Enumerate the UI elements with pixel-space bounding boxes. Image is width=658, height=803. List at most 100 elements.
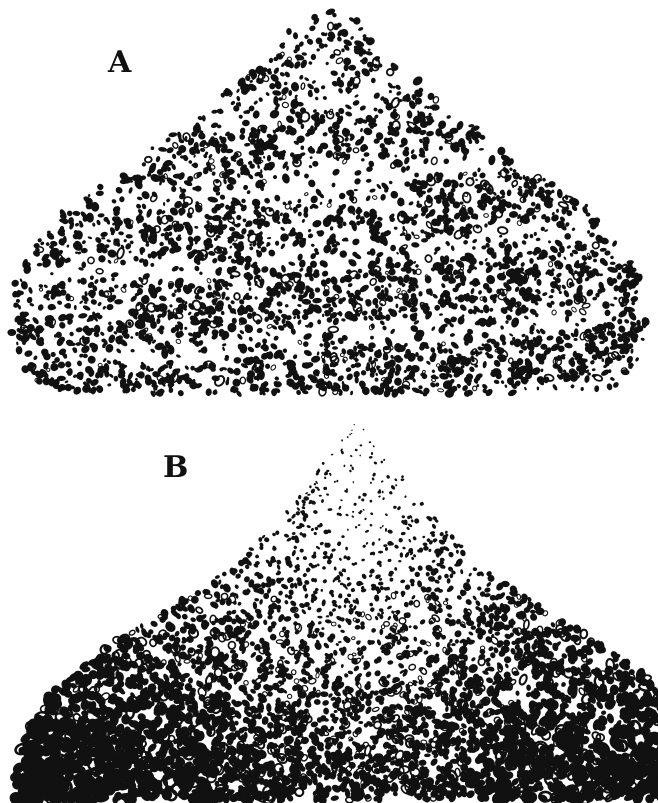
- grain-a: [285, 304, 289, 308]
- grain-b: [530, 610, 536, 615]
- grain-a: [261, 343, 270, 352]
- grain-a: [523, 233, 529, 240]
- grain-a: [207, 196, 219, 204]
- grain-a: [472, 224, 483, 234]
- grain-a: [130, 336, 134, 339]
- grain-b: [239, 568, 244, 574]
- grain-a: [630, 348, 633, 353]
- grain-b: [400, 478, 404, 481]
- grain-a: [601, 300, 612, 311]
- grain-a: [267, 248, 276, 257]
- grain-a: [556, 209, 559, 213]
- grain-a: [135, 214, 145, 224]
- grain-a: [355, 376, 359, 383]
- grain-b: [353, 665, 361, 673]
- grain-b: [401, 532, 406, 536]
- grain-a: [537, 386, 540, 390]
- grain-b: [295, 499, 300, 506]
- grain-a: [319, 343, 324, 348]
- grain-a: [487, 154, 496, 166]
- grain-a: [365, 178, 371, 183]
- grain-b: [368, 574, 373, 578]
- grain-b: [301, 608, 307, 615]
- grain-a: [471, 238, 477, 244]
- grain-b: [404, 583, 411, 590]
- grain-a: [470, 288, 475, 295]
- grain-b: [352, 481, 354, 483]
- grain-a: [311, 219, 322, 229]
- grain-a: [640, 337, 645, 341]
- grain-b: [517, 594, 521, 600]
- grain-a: [352, 99, 360, 107]
- grain-a: [273, 335, 280, 342]
- grain-a: [43, 284, 48, 289]
- grain-a: [107, 383, 111, 387]
- grain-a: [475, 178, 478, 181]
- grain-a: [280, 243, 286, 250]
- grain-b: [486, 581, 492, 587]
- grain-a: [302, 332, 313, 341]
- grain-b: [419, 618, 426, 625]
- grain-b: [419, 501, 424, 506]
- grain-b: [453, 629, 463, 639]
- grain-b: [347, 528, 349, 531]
- grain-a: [438, 388, 444, 392]
- grain-a: [341, 72, 345, 78]
- grain-b: [327, 508, 332, 511]
- grain-a: [497, 226, 508, 235]
- grain-b: [324, 476, 327, 479]
- grain-a: [370, 336, 374, 340]
- grain-a: [371, 78, 376, 84]
- grain-a: [525, 269, 532, 273]
- grain-a: [322, 314, 324, 318]
- grain-a: [311, 243, 316, 247]
- grain-a: [336, 374, 345, 382]
- grain-a: [313, 87, 320, 94]
- grain-a: [330, 70, 339, 77]
- grain-a: [136, 196, 142, 201]
- grain-a: [353, 148, 359, 153]
- grain-b: [129, 629, 136, 636]
- grain-b: [423, 546, 429, 551]
- grain-b: [387, 529, 393, 534]
- grain-a: [363, 152, 369, 157]
- grain-b: [419, 667, 427, 676]
- grain-a: [500, 380, 504, 385]
- grain-b: [204, 594, 212, 599]
- grain-a: [194, 265, 201, 272]
- grain-a: [163, 202, 165, 206]
- grain-b: [341, 664, 344, 668]
- grain-b: [292, 520, 296, 525]
- grain-b: [340, 629, 345, 633]
- grain-a: [609, 376, 615, 381]
- grain-b: [289, 599, 297, 607]
- grain-b: [381, 480, 384, 483]
- grain-a: [281, 172, 291, 184]
- grain-a: [457, 315, 466, 325]
- grain-b: [456, 550, 459, 554]
- grain-a: [97, 213, 104, 218]
- grain-a: [478, 171, 486, 179]
- grain-b: [455, 639, 460, 644]
- grain-b: [302, 572, 308, 578]
- grain-b: [319, 541, 324, 546]
- grain-a: [293, 60, 302, 70]
- grain-a: [307, 178, 317, 188]
- grain-a: [332, 219, 336, 222]
- grain-a: [443, 348, 448, 354]
- grain-a: [274, 194, 282, 202]
- grain-a: [96, 190, 105, 196]
- grain-b: [550, 621, 556, 628]
- grain-b: [288, 589, 294, 596]
- grain-a: [240, 227, 247, 235]
- grain-b: [304, 593, 309, 599]
- grain-a: [394, 227, 398, 230]
- grain-a: [97, 301, 102, 307]
- grain-b: [338, 505, 342, 510]
- grain-a: [291, 293, 298, 300]
- grain-a: [265, 363, 271, 369]
- grain-a: [341, 318, 346, 322]
- grain-a: [149, 194, 158, 203]
- grain-a: [623, 318, 630, 324]
- grain-b: [478, 657, 486, 666]
